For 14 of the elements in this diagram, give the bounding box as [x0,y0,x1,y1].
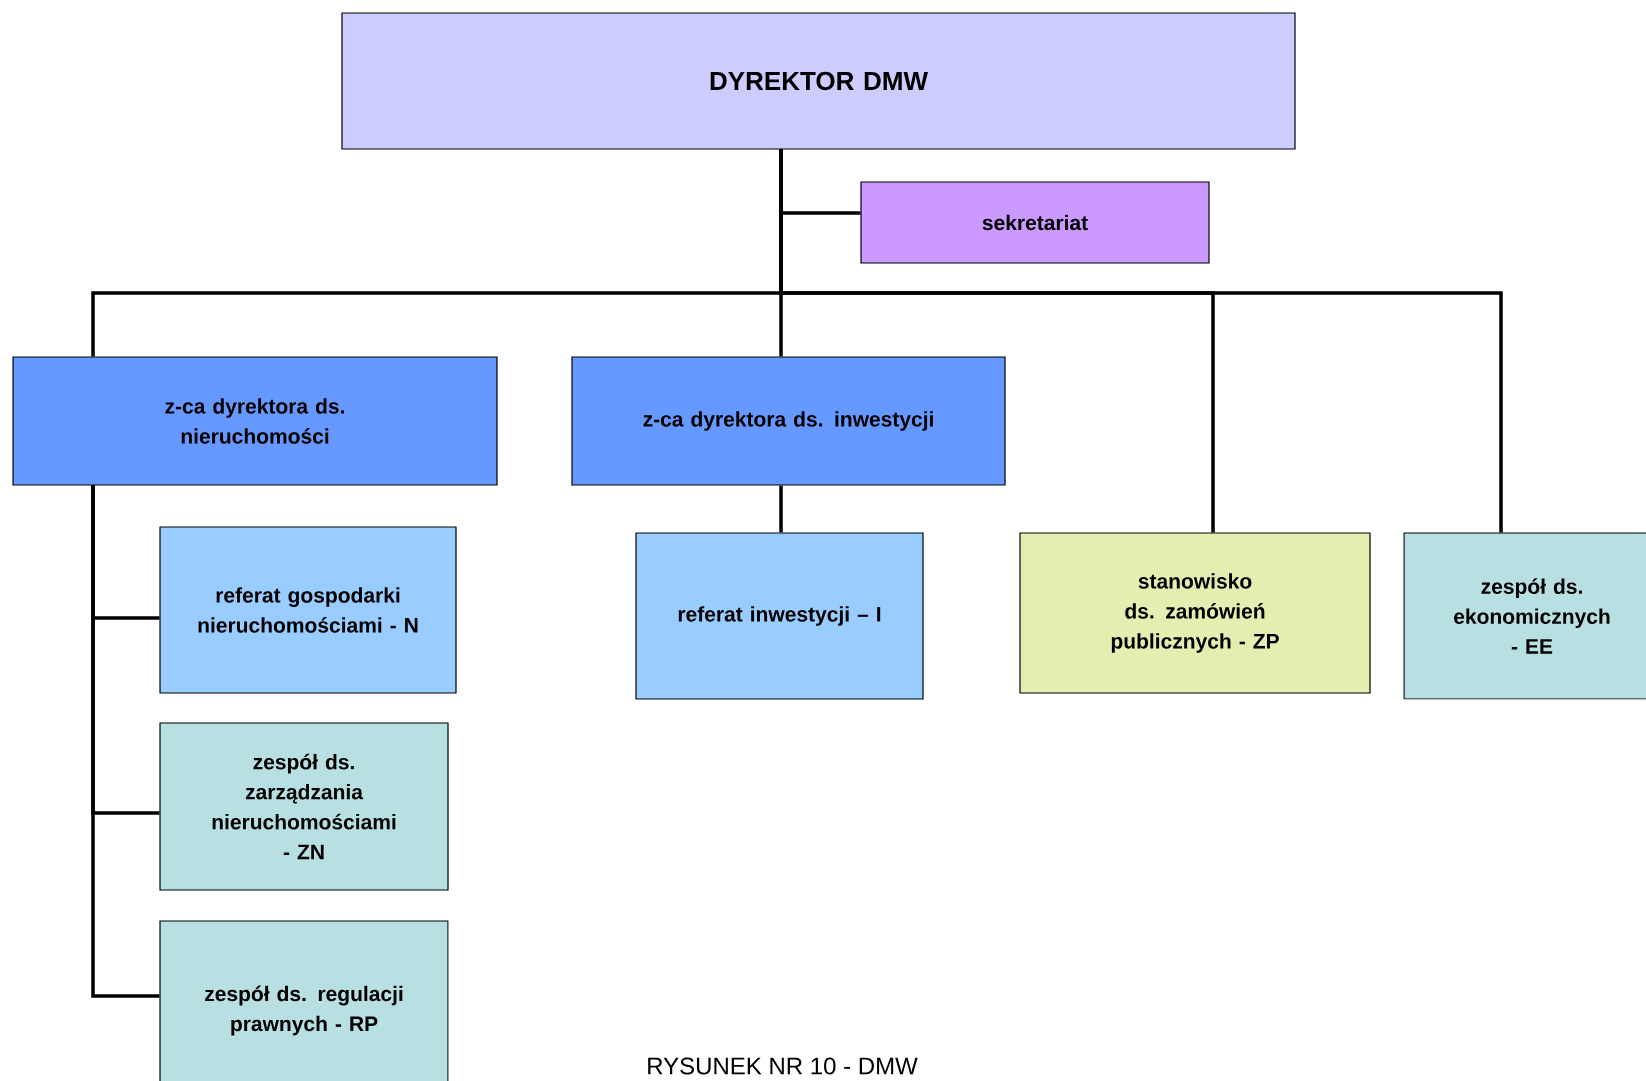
connector-line [91,485,160,998]
director-box: DYREKTOR DMW [341,12,1296,150]
unit-box: referat inwestycji – I [635,532,924,700]
unit-box: zespół ds. ekonomicznych - EE [1403,532,1646,700]
unit-box: referat gospodarki nieruchomościami - N [159,526,457,694]
unit-box: zespół ds. regulacji prawnych - RP [159,920,449,1081]
connector-line [779,149,1503,533]
unit-box: zespół ds. zarządzania nieruchomościami - ZN [159,722,449,891]
deputy-box: z-ca dyrektora ds. nieruchomości [12,356,498,486]
deputy-box: z-ca dyrektora ds. inwestycji [571,356,1006,486]
unit-box: stanowisko ds. zamówień publicznych - ZP [1019,532,1371,694]
unit-box: sekretariat [860,181,1210,264]
connector-line [779,485,783,533]
caption: RYSUNEK NR 10 - DMW [648,1057,918,1075]
